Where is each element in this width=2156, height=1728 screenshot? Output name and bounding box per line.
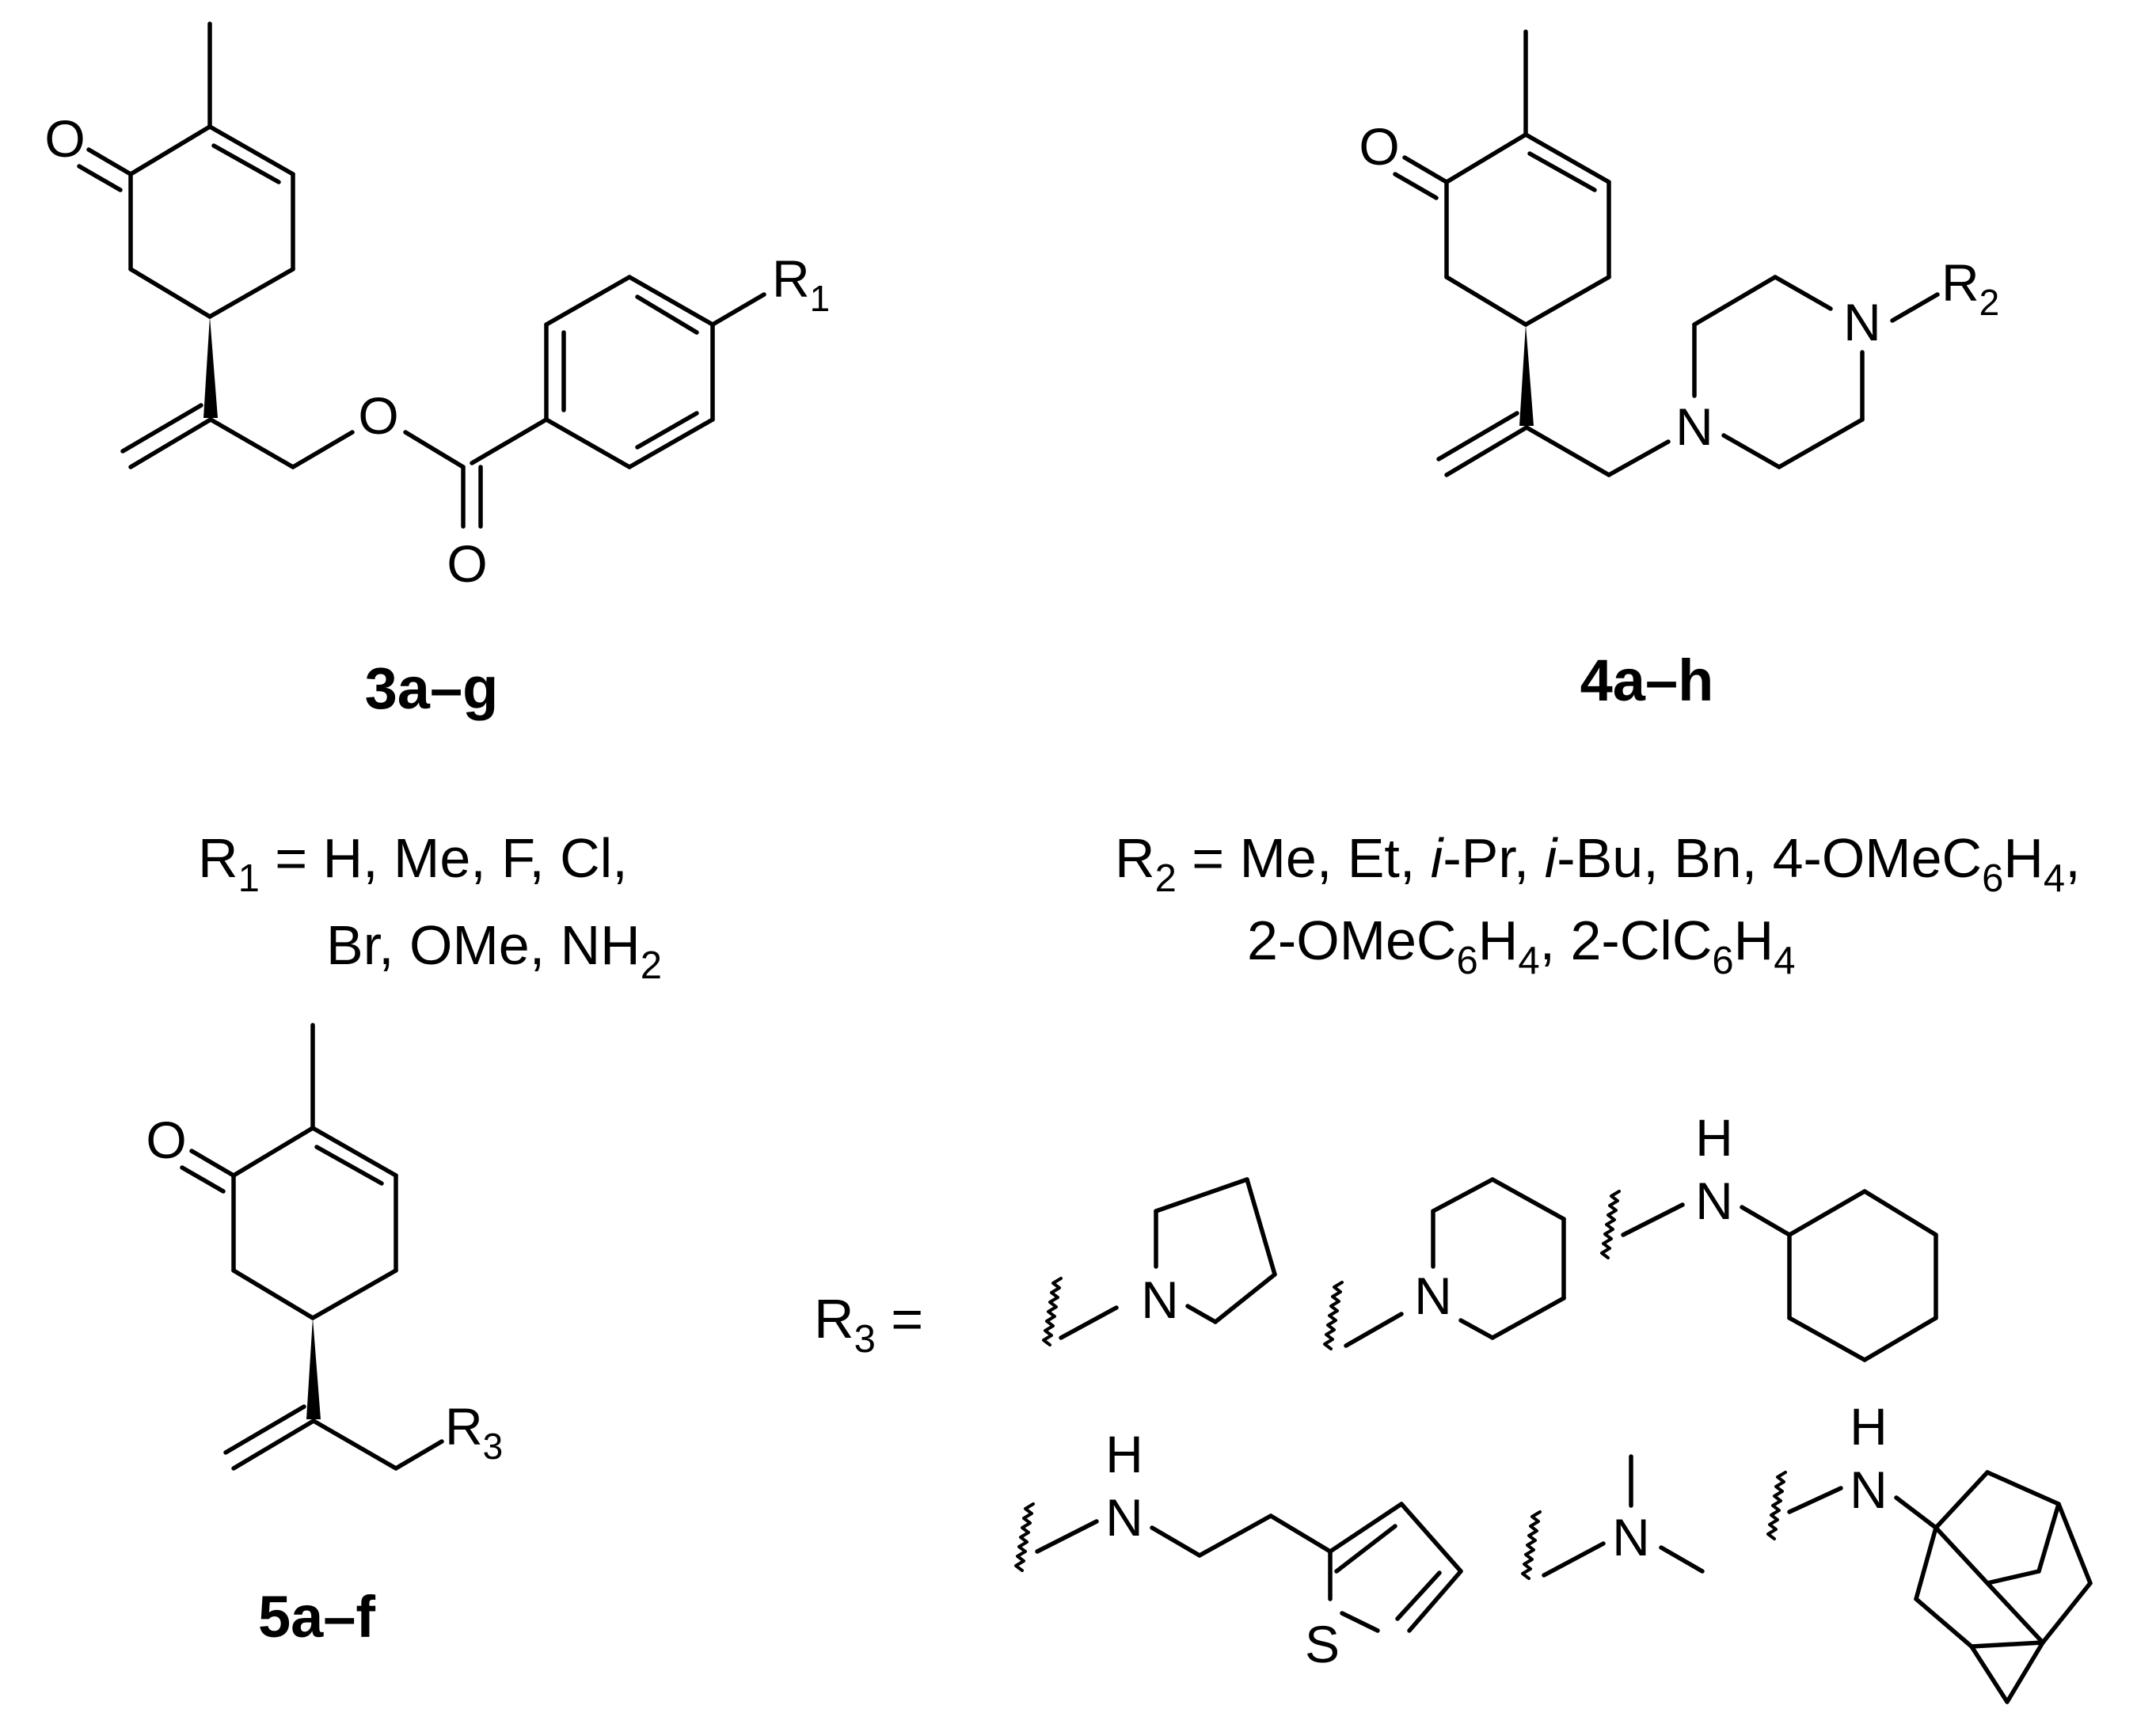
compound-5-label: 5a–f [258,1584,375,1650]
r2-definition-line1: R2 = Me, Et, i-Pr, i-Bu, Bn, 4-OMeC6H4, [1115,827,2081,900]
r2-definition-line2: 2-OMeC6H4, 2-ClC6H4 [1247,910,1795,982]
compound-3-label: 3a–g [365,655,499,721]
r3-option-dimethylamine: N [1521,1454,1705,1580]
piperazine-n1-label: N [1675,397,1713,456]
compound-5-structure: O R3 [146,1025,503,1471]
pyrrolidine-n-label: N [1141,1270,1179,1329]
adamantyl-amine-h-label: H [1850,1397,1888,1456]
thiophene-amine-n-label: N [1105,1488,1143,1547]
r1-substituent-label: R1 [772,249,830,319]
carbonyl-oxygen-label: O [44,109,85,168]
r3-option-cyclohexylamine: H N [1600,1108,1938,1362]
r3-substituent-label: R3 [445,1397,503,1467]
r3-definition: R3 = [814,1288,923,1361]
compound-4-structure: O N N R2 [1359,32,1999,477]
ester-oxygen-label: O [358,386,398,445]
carbonyl-oxygen-label: O [1359,117,1399,176]
r3-option-adamantylamine: H N [1766,1397,2093,1704]
compound-3-structure: O O O R1 [44,24,830,593]
r3-option-thiophene-ethylamine: H N S [1014,1425,1463,1673]
carbonyl-oxygen-label: O [146,1111,186,1169]
adamantyl-amine-n-label: N [1850,1460,1888,1519]
r1-definition-line2: Br, OMe, NH2 [326,914,662,987]
r3-option-pyrrolidine: N [1042,1177,1277,1346]
thiophene-amine-h-label: H [1105,1425,1143,1483]
cyclohexylamine-h-label: H [1695,1108,1733,1167]
dimethylamine-n-label: N [1612,1508,1650,1567]
piperazine-n2-label: N [1843,293,1881,351]
r2-substituent-label: R2 [1941,253,1999,323]
compound-4-label: 4a–h [1580,648,1714,713]
thiophene-s-label: S [1305,1615,1340,1673]
r3-option-piperidine: N [1323,1177,1566,1350]
piperidine-n-label: N [1414,1267,1452,1325]
carbonyl-oxygen-label-ester: O [447,534,487,593]
cyclohexylamine-n-label: N [1695,1172,1733,1230]
r1-definition-line1: R1 = H, Me, F, Cl, [198,827,628,900]
